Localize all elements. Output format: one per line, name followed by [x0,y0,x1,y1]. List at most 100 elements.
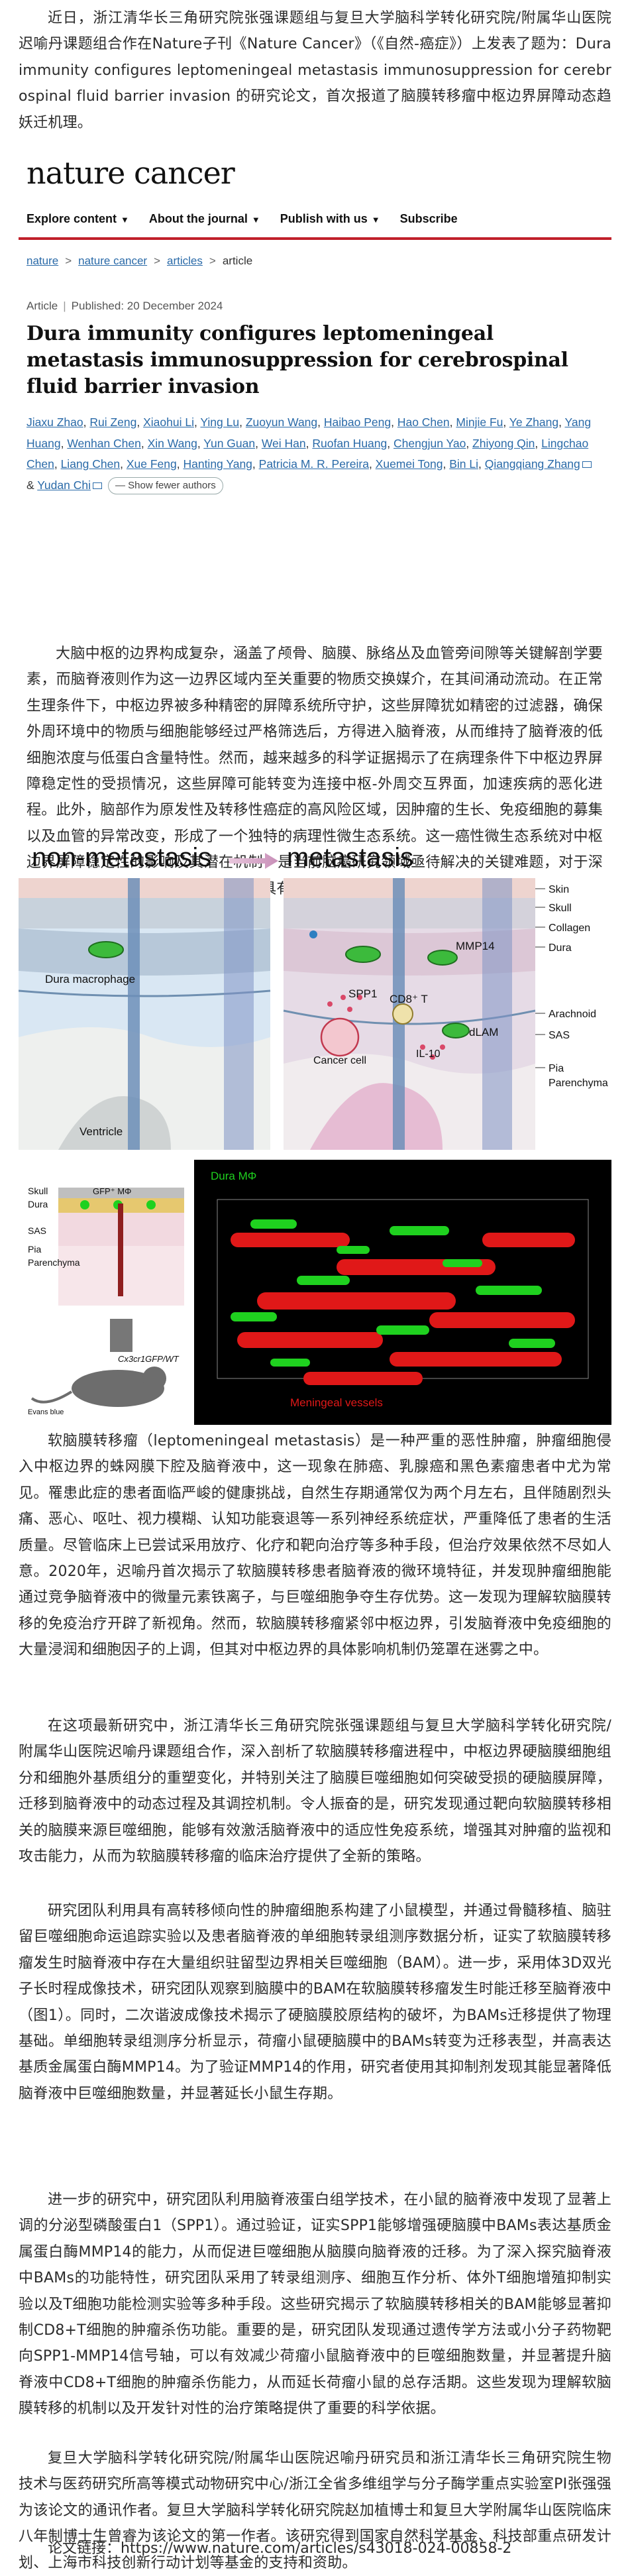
dlam-label: dLAM [469,1026,498,1038]
author-link[interactable]: Ruofan Huang [312,436,388,450]
author-link[interactable]: Xin Wang [147,436,197,450]
author-link[interactable]: Patricia M. R. Pereira [258,457,369,471]
author-separator: , [83,416,90,429]
chevron-down-icon: ▼ [371,214,380,225]
parenchyma-label: Parenchyma [28,1257,80,1268]
skull-label: Skull [28,1186,48,1196]
dura-label: Dura [28,1199,48,1209]
dura-macrophage-channel-label: Dura MΦ [211,1170,256,1182]
intro-paragraph: 近日，浙江清华长三角研究院张强课题组与复旦大学脑科学转化研究院/附属华山医院迟喻… [19,10,611,131]
author-separator: , [239,416,246,429]
right-panel: SPP1 MMP14 CD8⁺ T dLAM IL-10 Cancer cell [283,878,536,1150]
breadcrumb-articles[interactable]: articles [167,254,203,267]
mmp14-label: MMP14 [456,940,495,952]
non-metastasis-title: non-metastasis [32,843,211,872]
author-link[interactable]: Chengjun Yao [394,436,466,450]
author-separator: , [443,457,450,471]
author-link[interactable]: Yun Guan [203,436,256,450]
nav-about-journal[interactable]: About the journal▼ [148,211,260,225]
author-link[interactable]: Wenhan Chen [67,436,141,450]
genotype-label: Cx3cr1GFP/WT [118,1354,180,1364]
author-separator: , [535,436,542,450]
author-separator: , [449,416,456,429]
chevron-down-icon: ▼ [251,214,260,225]
cancer-cell-label: Cancer cell [313,1055,366,1066]
author-link[interactable]: Ye Zhang [509,416,559,429]
dura-macrophage-label: Dura macrophage [45,973,135,985]
layer-label: Pia [549,1063,564,1074]
meningeal-vessels-channel-label: Meningeal vessels [290,1396,383,1409]
background-paragraph: 大脑中枢的边界构成复杂，涵盖了颅骨、脑膜、脉络丛及血管旁间隙等关键解剖学要素，而… [26,645,603,897]
imaging-illustration: Skull Dura SAS Pia Parenchyma GFP⁺ MΦ Cx… [25,1160,611,1425]
author-link[interactable]: Jiaxu Zhao [26,416,83,429]
author-link[interactable]: Zuoyun Wang [245,416,318,429]
il10-label: IL-10 [416,1048,441,1060]
nav-publish-with-us[interactable]: Publish with us▼ [280,211,380,225]
layer-label: Parenchyma [549,1078,608,1089]
author-separator: , [478,457,485,471]
sas-label: SAS [28,1225,46,1236]
schematic-figure: non-metastasis metastasis Dura macrophag… [18,838,611,1153]
author-link[interactable]: Bin Li [449,457,479,471]
author-link[interactable]: Hanting Yang [183,457,252,471]
layer-label: Arachnoid [549,1009,596,1020]
show-fewer-authors-button[interactable]: — Show fewer authors [107,476,223,494]
author-link[interactable]: Minjie Fu [456,416,503,429]
transition-arrow-icon [229,853,278,869]
schematic-illustration: non-metastasis metastasis Dura macrophag… [18,843,608,1150]
author-link[interactable]: Zhiyong Qin [472,436,535,450]
layer-labels: Skin Skull Collagen Dura Arachnoid SAS P… [535,884,608,1089]
author-separator: , [387,436,394,450]
layer-label: Dura [549,942,572,954]
email-icon[interactable] [582,461,592,469]
author-separator: , [368,457,376,471]
author-link[interactable]: Hao Chen [397,416,450,429]
mouse-schematic: Skull Dura SAS Pia Parenchyma GFP⁺ MΦ Cx… [25,1180,191,1418]
author-link[interactable]: Haibao Peng [323,416,392,429]
journal-logo[interactable]: nature cancer [26,155,235,191]
paper-link-label: 论文链接： [48,2540,121,2557]
chevron-down-icon: ▼ [121,214,129,225]
author-link[interactable]: Rui Zeng [89,416,137,429]
author-link[interactable]: Xue Feng [126,457,177,471]
author-link[interactable]: Qiangqiang Zhang [484,457,580,471]
author-link[interactable]: Yudan Chi [37,478,91,492]
author-separator: , [317,416,324,429]
author-separator: , [193,416,201,429]
layer-label: Skull [549,903,572,914]
author-link[interactable]: Wei Han [261,436,306,450]
mechanism-paragraph: 进一步的研究中，研究团队利用脑脊液蛋白组学技术，在小鼠的脑脊液中发现了显著上调的… [19,2192,611,2418]
breadcrumb-nature-cancer[interactable]: nature cancer [78,254,148,267]
author-separator: & [26,478,38,492]
author-separator: , [391,416,397,429]
author-separator: , [252,457,259,471]
author-separator: , [558,416,565,429]
paper-link[interactable]: https://www.nature.com/articles/s43018-0… [121,2540,512,2557]
author-separator: , [255,436,262,450]
nav-subscribe[interactable]: Subscribe [399,211,458,225]
breadcrumb-article: article [222,254,253,267]
article-title: Dura immunity configures leptomeningeal … [26,322,568,398]
nav-explore-content[interactable]: Explore content▼ [26,211,129,225]
author-separator: , [60,436,68,450]
article-meta: Article|Published: 20 December 2024 [26,300,223,312]
author-link[interactable]: Xuemei Tong [375,457,443,471]
author-separator: , [140,436,148,450]
journal-screenshot: nature cancer Explore content▼ About the… [19,147,611,897]
author-link[interactable]: Lingchao Chen [26,436,589,471]
divider [19,237,611,240]
author-link[interactable]: Xiaohui Li [143,416,194,429]
email-icon[interactable] [92,482,102,489]
author-link[interactable]: Ying Lu [200,416,240,429]
gfp-macrophage-label: GFP⁺ MΦ [93,1186,131,1196]
study-summary-paragraph: 在这项最新研究中，浙江清华长三角研究院张强课题组与复旦大学脑科学转化研究院/附属… [19,1718,611,1866]
cd8-t-cell-label: CD8⁺ T [390,993,428,1005]
author-link[interactable]: Yang Huang [26,416,592,450]
author-separator: , [120,457,127,471]
metastasis-title: metastasis [287,843,413,872]
ventricle-label: Ventricle [79,1125,123,1138]
author-link[interactable]: Liang Chen [60,457,121,471]
breadcrumb-nature[interactable]: nature [26,254,59,267]
methods-paragraph: 研究团队利用具有高转移倾向性的肿瘤细胞系构建了小鼠模型，并通过骨髓移植、脑驻留巨… [19,1903,611,2102]
layer-label: SAS [549,1030,570,1041]
